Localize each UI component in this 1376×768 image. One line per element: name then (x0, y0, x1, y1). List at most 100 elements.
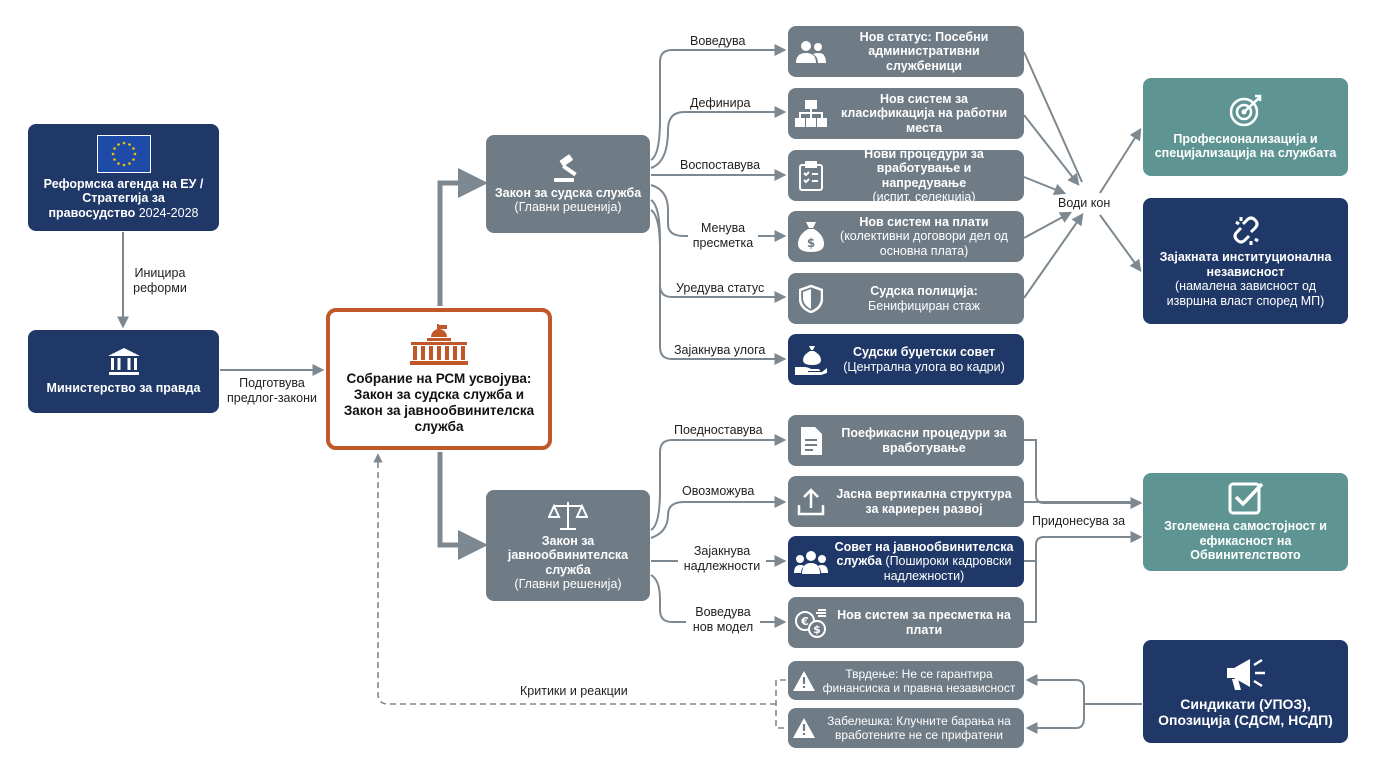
employment-procedures-note: (испит, селекција) (872, 190, 976, 204)
node-judicial-police: Судска полиција:Бенифициран стаж (788, 273, 1024, 324)
people-icon (796, 40, 826, 63)
node-career-structure: Јасна вертикална структура за кариерен р… (788, 476, 1024, 527)
edge-j2-hub (1023, 114, 1080, 186)
label-regulates-status: Уредува статус (676, 281, 765, 296)
edge-p4-o3 (1024, 545, 1037, 623)
parliament-icon (410, 324, 468, 365)
warning-icon (793, 670, 815, 691)
prosecution-law-title: Закон за јавнообвинителска служба (507, 533, 629, 577)
claim-text: Тврдење: Не се гарантира финансиска и пр… (822, 666, 1016, 695)
label-establishes: Воспоставува (680, 158, 761, 173)
svg-text:$: $ (807, 236, 815, 250)
budget-council-note: (Централна улога во кадри) (843, 359, 1005, 374)
efficient-procedures-title: Поефикасни процедури за вработување (841, 426, 1007, 455)
edge-hub-o1 (1099, 127, 1142, 194)
node-salary-system: $ Нов систем на плати(колективни договор… (788, 211, 1024, 262)
new-status-title: Нов статус: Посебни административни служ… (859, 29, 989, 73)
money-bag-icon: $ (798, 221, 824, 252)
edge-p1-o3 (1024, 439, 1143, 509)
upload-icon (797, 487, 825, 515)
employment-procedures-title: Нови процедури за вработување и напредув… (864, 146, 984, 190)
prosecution-council-title: Совет на јавнообвинителска служба (834, 539, 1014, 569)
label-criticism: Критики и реакции (520, 684, 628, 699)
eu-agenda-years: 2024-2028 (138, 205, 199, 220)
judicial-police-note: Бенифициран стаж (868, 298, 980, 313)
outcome-autonomy: Зголемена самостојност и ефикасност на О… (1143, 473, 1348, 571)
independence-note: (намалена зависност од извршна власт спо… (1166, 279, 1325, 308)
gavel-icon (554, 153, 577, 182)
label-initiates: Иницира реформи (126, 266, 194, 296)
ministry-box: Министерство за правда (28, 330, 219, 413)
clipboard-icon (799, 160, 823, 191)
label-simplifies: Поедноставува (674, 423, 763, 438)
outcome-independence: Зајакната институционална независност(на… (1143, 198, 1348, 324)
bank-building-icon (107, 348, 140, 376)
prosecution-law-subtitle: (Главни решенија) (514, 577, 622, 591)
prosecution-council-note: (Поширoки кадровски надлежности) (883, 554, 1012, 583)
node-new-status: Нов статус: Посебни административни служ… (788, 26, 1024, 77)
autonomy-title: Зголемена самостојност и ефикасност на О… (1164, 519, 1327, 563)
edge-unions-c1 (1025, 674, 1142, 705)
edge-j3-hub (1023, 176, 1067, 196)
label-defines: Дефинира (690, 96, 751, 111)
node-remark: Забелешка: Клучните барања на вработенит… (788, 708, 1024, 748)
label-contributes: Придонесува за (1032, 514, 1126, 529)
ministry-title: Министерство за правда (46, 381, 201, 396)
label-changes-calc: Менува пресметка (688, 221, 758, 251)
label-enables: Овозможува (682, 484, 755, 499)
salary-system-title: Нов систем на плати (859, 214, 989, 229)
label-introduces-model: Воведува нов модел (686, 605, 760, 635)
edge-j5-hub (1023, 213, 1084, 299)
scales-icon (548, 501, 588, 530)
checkbox-icon (1228, 482, 1263, 515)
label-strengthens-comp: Зајакнува надлежности (678, 544, 766, 574)
career-structure-title: Јасна вертикална структура за кариерен р… (836, 487, 1012, 516)
megaphone-icon (1226, 658, 1265, 690)
edge-j1-hub (1023, 51, 1083, 183)
node-salary-calculation: €$ Нов систем за пресметка на плати (788, 597, 1024, 648)
warning-icon (793, 718, 815, 738)
judicial-law-subtitle: (Главни решенија) (514, 200, 622, 214)
edge-p3-o3 (1024, 531, 1143, 562)
edge-assembly-judicial (437, 168, 488, 306)
svg-text:$: $ (813, 623, 821, 636)
edge-hub-o2 (1099, 214, 1142, 272)
professionalization-title: Професионализација и специјализација на … (1154, 131, 1337, 161)
judicial-law-title: Закон за судска служба (494, 185, 642, 200)
edge-j4-hub (1023, 211, 1073, 239)
label-leads-to: Води кон (1058, 196, 1111, 211)
salary-calculation-title: Нов систем за пресметка на плати (837, 608, 1011, 637)
label-strengthens-role: Зајакнува улога (674, 343, 766, 358)
eu-agenda-box: Реформска агенда на ЕУ / Стратегија за п… (28, 124, 219, 231)
node-classification: Нов систем за класификација на работни м… (788, 88, 1024, 139)
group-icon (794, 550, 828, 574)
edge-unions-c2 (1025, 704, 1085, 734)
node-claim: Тврдење: Не се гарантира финансиска и пр… (788, 661, 1024, 700)
assembly-box: Собрание на РСМ усвојува: Закон за судск… (326, 308, 552, 450)
node-prosecution-council: Совет на јавнообвинителска служба (Пошир… (788, 536, 1024, 587)
judicial-police-title: Судска полиција: (870, 284, 978, 298)
money-hand-icon (795, 345, 827, 375)
prosecution-law-box: Закон за јавнообвинителска служба(Главни… (486, 490, 650, 601)
label-introduces: Воведува (690, 34, 746, 49)
salary-system-note: (колективни договори дел од основна плат… (840, 229, 1008, 258)
unions-opposition-box: Синдикати (УПОЗ), Опозиција (СДСМ, НСДП) (1143, 640, 1348, 743)
assembly-title: Собрание на РСМ усвојува: Закон за судск… (343, 371, 535, 434)
remark-text: Забелешка: Клучните барања на вработенит… (827, 714, 1011, 742)
node-employment-procedures: Нови процедури за вработување и напредув… (788, 146, 1024, 204)
classification-title: Нов систем за класификација на работни м… (841, 91, 1007, 135)
shield-icon (799, 284, 823, 313)
judicial-law-box: Закон за судска служба(Главни решенија) (486, 135, 650, 233)
eu-agenda-title: Реформска агенда на ЕУ / Стратегија за п… (43, 176, 204, 220)
edge-pros-p2 (650, 496, 787, 539)
org-chart-icon (795, 99, 827, 127)
label-prepares: Подготвува предлог-закони (222, 376, 322, 406)
document-icon (801, 426, 822, 455)
svg-text:€: € (800, 615, 809, 628)
edge-assembly-prosecution (437, 452, 488, 560)
unions-title: Синдикати (УПОЗ), Опозиција (СДСМ, НСДП) (1158, 695, 1333, 728)
currency-icon: €$ (795, 608, 826, 638)
eu-flag-icon (96, 134, 151, 173)
target-icon (1229, 94, 1261, 126)
budget-council-title: Судски буџетски совет (853, 345, 995, 359)
